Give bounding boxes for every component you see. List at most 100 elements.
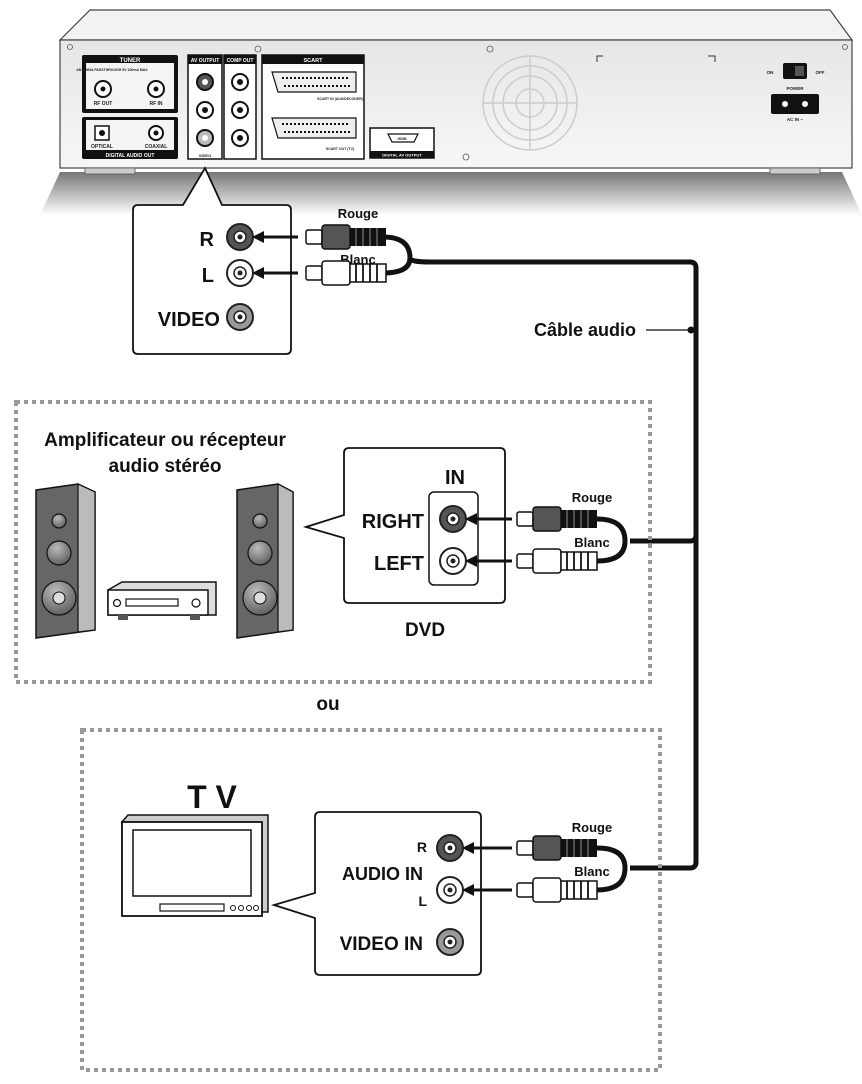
player-av-callout: R L VIDEO [132, 166, 292, 355]
amp-in-label: IN [445, 467, 465, 489]
plug-white-body-icon [321, 260, 351, 286]
cable-branch [596, 845, 628, 893]
jack-pin-icon [237, 234, 243, 240]
device-foot-right [769, 167, 821, 175]
corner-mark-icon [596, 55, 603, 62]
hdmi-footer [370, 151, 434, 158]
speaker-left-icon [35, 483, 96, 639]
scart-in-connector-icon [271, 71, 357, 93]
fan-grill-icon [482, 55, 578, 151]
screw-icon [486, 45, 494, 53]
amp-left-label: LEFT [374, 553, 424, 575]
cable-marker-dot [687, 326, 695, 334]
tv-r-label: R [417, 839, 427, 855]
player-plug-arrows [252, 231, 298, 279]
jack-pin-icon [153, 130, 159, 136]
ou-label: ou [316, 694, 339, 715]
player-rouge-label: Rouge [338, 206, 378, 221]
comp-out-label: COMP OUT [227, 58, 254, 64]
digital-av-output-label: DIGITAL AV OUTPUT [382, 153, 422, 158]
jack-pin-icon [100, 86, 106, 92]
hdmi-port-icon [387, 133, 419, 143]
audio-cable: Câble audio [382, 234, 699, 871]
av-output-label: AV OUTPUT [191, 58, 220, 64]
tv-blanc-label: Blanc [574, 864, 609, 879]
plug-red-body-icon [532, 835, 562, 861]
tv-section: T V R AUDIO IN L VIDEO IN Rouge Blan [80, 728, 662, 1072]
plug-red-body-icon [321, 224, 351, 250]
amplifier-dotted-frame [14, 400, 652, 684]
arrow-head-icon [252, 267, 264, 279]
scart-header [262, 55, 364, 64]
scart-block [261, 54, 365, 160]
power-label: POWER [786, 86, 804, 91]
screw-icon [842, 44, 848, 50]
scart-out-connector-icon [271, 117, 357, 139]
arrow-head-icon [465, 555, 477, 567]
amplifier-title-line1: Amplificateur ou récepteur [44, 430, 286, 451]
stereo-receiver-icon [107, 581, 217, 620]
av-video-label: VIDEO [199, 153, 211, 158]
amp-blanc-label: Blanc [574, 535, 609, 550]
device-foot-left [84, 167, 136, 175]
jack-pin-icon [153, 86, 159, 92]
plug-white-body-icon [532, 877, 562, 903]
on-label: ON [767, 70, 774, 75]
plug-white-body-icon [532, 548, 562, 574]
off-label: OFF [816, 70, 825, 75]
plug-tip-icon [516, 511, 534, 527]
plug-tip-icon [305, 265, 323, 281]
scart-out-label: SCART OUT (TV) [326, 147, 354, 151]
amp-right-label: RIGHT [362, 511, 424, 533]
hdmi-label: HDMI [398, 137, 407, 141]
av-output-header [188, 55, 222, 64]
jack-pin-icon [202, 107, 208, 113]
callout-r-label: R [200, 229, 215, 251]
device-top [58, 9, 854, 41]
player-plugs: Rouge Blanc [305, 206, 387, 286]
ac-inlet [771, 94, 819, 114]
coaxial-label: COAXIAL [145, 144, 168, 150]
scart-label: SCART [304, 58, 324, 64]
amplifier-title-line2: audio stéréo [109, 456, 222, 477]
plug-tip-icon [516, 553, 534, 569]
amp-rouge-label: Rouge [572, 490, 612, 505]
callout-video-label: VIDEO [158, 309, 220, 331]
jack-pin-icon [202, 135, 208, 141]
device-rear-panel: TUNER ANTENNA PASSTHROUGH 5V 100mA MAX R… [40, 9, 862, 215]
tv-video-in-label: VIDEO IN [340, 934, 423, 955]
screw-icon [462, 153, 470, 161]
arrow-head-icon [462, 842, 474, 854]
plug-tip-icon [516, 840, 534, 856]
tv-icon [121, 814, 269, 917]
ac-pin-icon [802, 101, 808, 107]
arrow-head-icon [252, 231, 264, 243]
tv-audio-in-label: AUDIO IN [342, 864, 423, 884]
cable-branch [596, 516, 628, 564]
jack-pin-icon [237, 79, 243, 85]
amp-dvd-label: DVD [405, 620, 445, 641]
comp-out-header [224, 55, 256, 64]
cable-trunk-lower [630, 535, 699, 871]
scart-in-label: SCART IN (AUX/DECODER) [317, 97, 363, 101]
device-back [59, 39, 853, 169]
cable-label: Câble audio [534, 320, 636, 340]
optical-label: OPTICAL [91, 144, 113, 150]
rf-out-label: RF OUT [94, 101, 113, 107]
screw-icon [254, 45, 262, 53]
plug-red-body-icon [532, 506, 562, 532]
tuner-sub-label: ANTENNA PASSTHROUGH 5V 100mA MAX [76, 68, 148, 72]
tv-l-label: L [418, 893, 427, 909]
ac-pin-icon [782, 101, 788, 107]
jack-pin-icon [237, 107, 243, 113]
tv-input-callout-box [270, 811, 482, 976]
ac-in-label: AC IN ~ [787, 117, 804, 122]
digital-audio-out-label: DIGITAL AUDIO OUT [106, 153, 155, 159]
screw-icon [67, 44, 73, 50]
jack-pin-icon [237, 270, 243, 276]
speaker-right-icon [236, 483, 294, 639]
jack-pin-icon [202, 79, 208, 85]
amplifier-section: Amplificateur ou récepteur audio stéréo [14, 400, 652, 684]
